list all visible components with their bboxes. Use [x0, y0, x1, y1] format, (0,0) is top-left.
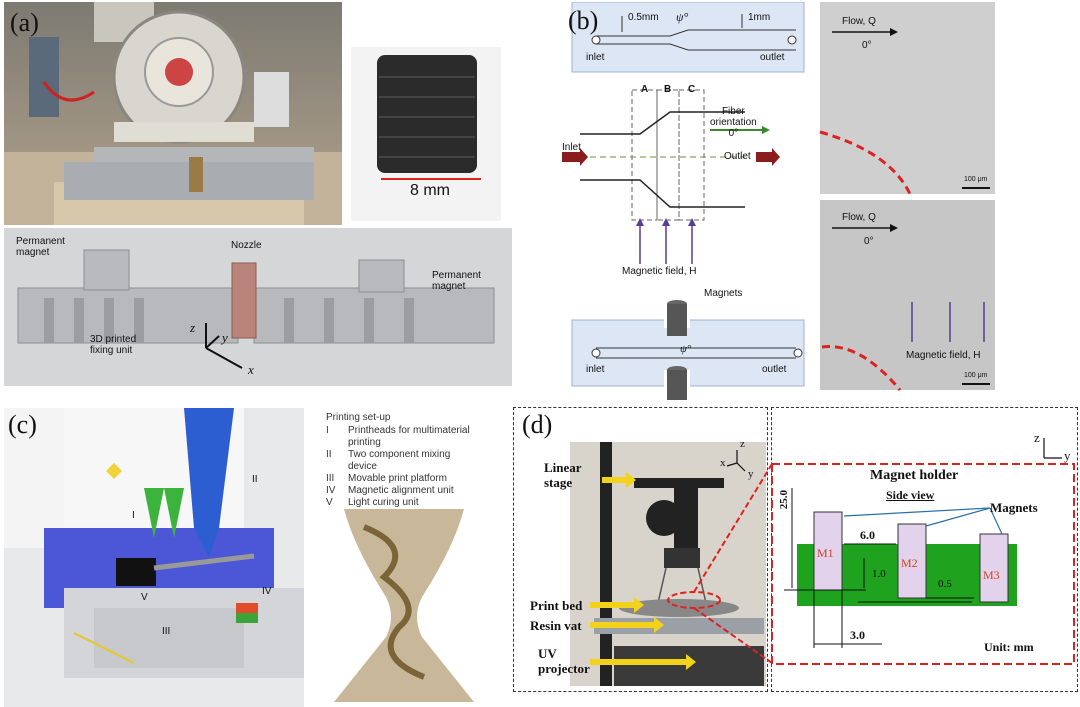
cube-scale-label: 8 mm	[410, 182, 450, 199]
magnetic-field-label: Magnetic field, H	[622, 266, 697, 277]
photo-axis-y: y	[748, 468, 754, 480]
setup-title: Printing set-up	[326, 412, 391, 423]
setup-item-text: Light curing unit	[348, 497, 419, 508]
setup-item-num: III	[326, 473, 335, 484]
setup-item-num: IV	[326, 485, 336, 496]
dim-small: 0.5mm	[628, 12, 659, 23]
setup-item-text: Magnetic alignment unit	[348, 485, 454, 496]
outlet-arrow-label: Outlet	[724, 151, 751, 162]
dim-gap: 6.0	[860, 528, 875, 542]
roman-iii: III	[162, 626, 171, 637]
photo-axis-z: z	[740, 438, 745, 450]
label-resin-vat: Resin vat	[530, 618, 582, 633]
inlet-top: inlet	[586, 52, 605, 63]
dim-height: 25.0	[778, 490, 790, 510]
panel-b: (b) 0.5mm ψ° 1mm inlet outlet A B C Fibe…	[560, 2, 1080, 402]
photo-axis-x: x	[720, 457, 726, 469]
micro-top-angle: 0°	[862, 40, 872, 51]
magnet-m2: M2	[901, 556, 918, 570]
axis-x-label: x	[248, 362, 254, 377]
panel-b-diagram	[562, 2, 995, 402]
inlet-bottom: inlet	[586, 364, 605, 375]
panel-a: (a) 8 mm	[4, 2, 512, 386]
magnet-m1: M1	[817, 546, 834, 560]
cube-photo	[351, 47, 501, 221]
panel-d-left-frame	[513, 407, 768, 692]
printer-head-photo	[4, 2, 342, 225]
micro-bottom-flow: Flow, Q	[842, 212, 876, 223]
outlet-top: outlet	[760, 52, 785, 63]
setup-item: IV Magnetic alignment unit	[326, 485, 508, 497]
setup-legend: Printing set-up I Printheads for multimat…	[326, 412, 508, 509]
setup-item: V Light curing unit	[326, 497, 508, 509]
dim-large: 1mm	[748, 12, 771, 23]
panel-b-label: (b)	[568, 6, 599, 35]
zone-b: B	[664, 84, 672, 95]
inlet-arrow-label: Inlet	[562, 142, 581, 153]
holder-subtitle: Side view	[886, 488, 935, 502]
fixing-unit-render	[4, 228, 512, 386]
holder-axis-z: z	[1034, 430, 1040, 445]
setup-item-num: V	[326, 497, 333, 508]
dim-width: 3.0	[850, 628, 865, 642]
axis-z-label: z	[190, 320, 196, 335]
panel-d-diagram	[570, 438, 1075, 686]
panel-a-label: (a)	[10, 8, 39, 37]
micro-bottom-field: Magnetic field, H	[906, 350, 981, 361]
axis-y-label: y	[222, 330, 228, 345]
roman-ii: II	[252, 474, 258, 485]
zone-a: A	[641, 84, 649, 95]
panel-d-label: (d)	[522, 410, 553, 439]
micro-top-scale: 100 μm	[964, 176, 988, 183]
micro-top-flow: Flow, Q	[842, 16, 876, 27]
setup-item-text: Movable print platform	[348, 473, 447, 484]
setup-item: I Printheads for multimaterial printing	[326, 425, 508, 449]
setup-item-text: Two component mixing device	[348, 449, 451, 472]
setup-item: III Movable print platform	[326, 473, 508, 485]
hourglass-object-photo	[304, 507, 504, 707]
printing-setup-render	[4, 408, 304, 707]
setup-item-num: II	[326, 449, 332, 460]
setup-item-num: I	[326, 425, 329, 436]
setup-item: II Two component mixing device	[326, 449, 508, 473]
label-nozzle: Nozzle	[231, 240, 262, 251]
holder-title: Magnet holder	[870, 468, 959, 483]
dim-offset2: 0.5	[938, 578, 952, 590]
magnets-label: Magnets	[704, 288, 743, 299]
holder-magnets-label: Magnets	[990, 500, 1038, 515]
micro-bottom-scale: 100 μm	[964, 372, 988, 379]
magnet-m3: M3	[983, 568, 1000, 582]
roman-v: V	[141, 592, 148, 603]
micro-bottom-angle: 0°	[864, 236, 874, 247]
zone-c: C	[688, 84, 696, 95]
outlet-bottom: outlet	[762, 364, 787, 375]
angle-bottom: ψ°	[680, 343, 692, 355]
setup-item-text: Printheads for multimaterial printing	[348, 425, 470, 448]
angle-top: ψ°	[676, 10, 689, 24]
unit-label: Unit: mm	[984, 640, 1034, 654]
roman-iv: IV	[262, 586, 272, 597]
roman-i: I	[132, 510, 135, 521]
label-print-bed: Print bed	[530, 598, 583, 613]
dim-offset1: 1.0	[872, 568, 886, 580]
holder-axis-y: y	[1064, 448, 1071, 463]
panel-c-label: (c)	[8, 410, 37, 439]
